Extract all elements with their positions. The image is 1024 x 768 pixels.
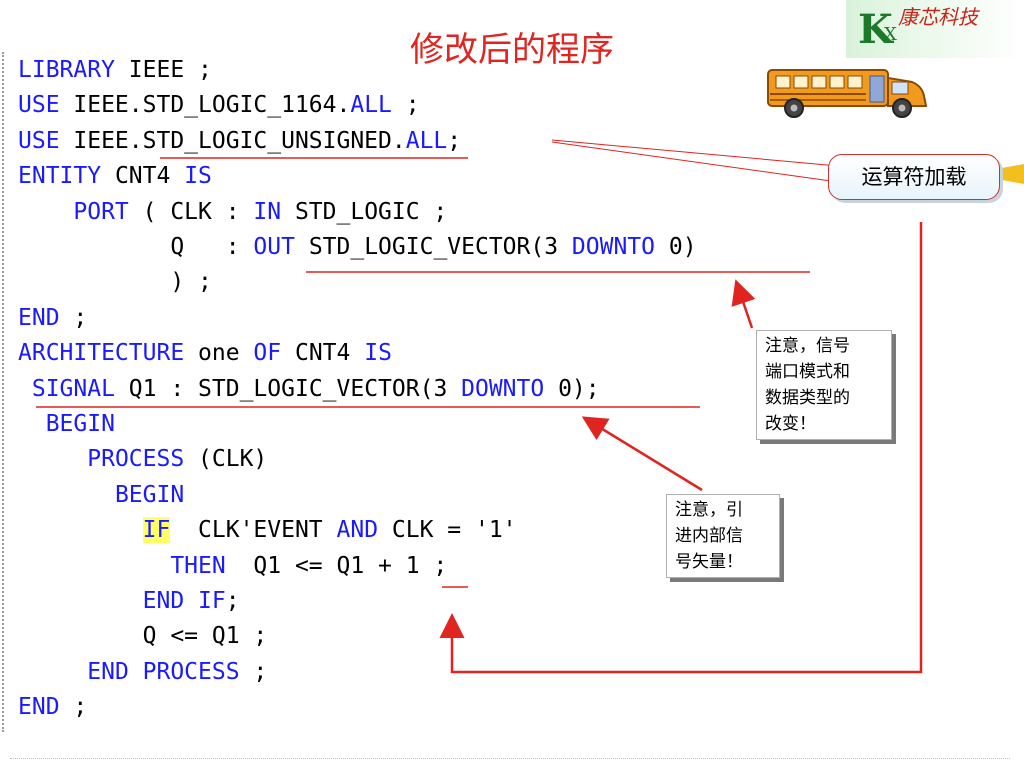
- code-line: ARCHITECTURE one OF CNT4 IS: [18, 338, 392, 368]
- code-line: ) ;: [18, 267, 212, 297]
- code-line: BEGIN: [18, 480, 184, 510]
- code-keyword: ALL: [350, 92, 392, 119]
- code-line: IF CLK'EVENT AND CLK = '1': [18, 515, 517, 545]
- callout-line: 端口模式和: [765, 362, 850, 382]
- code-line: ENTITY CNT4 IS: [18, 161, 212, 191]
- operator-overload-text: 运算符加载: [861, 165, 967, 189]
- code-line: PORT ( CLK : IN STD_LOGIC ;: [18, 197, 447, 227]
- code-text: Q <= Q1 ;: [142, 623, 268, 650]
- code-keyword: USE: [18, 127, 60, 154]
- callout-line: 数据类型的: [765, 388, 850, 408]
- footer-rule: [10, 758, 1010, 759]
- code-keyword: AND: [336, 517, 379, 544]
- code-keyword: END IF: [142, 588, 226, 614]
- code-keyword: IS: [184, 163, 212, 190]
- code-keyword: ARCHITECTURE: [18, 340, 185, 367]
- code-keyword: ENTITY: [18, 163, 102, 190]
- code-keyword: IN: [253, 198, 282, 225]
- code-keyword: OUT: [253, 234, 295, 260]
- operator-overload-callout: 运算符加载: [828, 154, 1000, 200]
- code-keyword: ALL: [405, 127, 448, 154]
- code-keyword: DOWNTO: [461, 375, 545, 402]
- port-change-arrow: [731, 279, 756, 329]
- code-text: IEEE.STD_LOGIC_1164.: [59, 92, 351, 119]
- code-text: Q1 <= Q1 + 1 ;: [225, 552, 448, 579]
- callout-line: 号矢量！: [675, 552, 743, 572]
- code-text: IEEE.STD_LOGIC_UNSIGNED.: [59, 127, 406, 154]
- code-text: Q :: [170, 234, 254, 260]
- code-line: Q <= Q1 ;: [18, 621, 268, 651]
- code-line: USE IEEE.STD_LOGIC_UNSIGNED.ALL;: [18, 126, 461, 156]
- code-keyword: SIGNAL: [31, 375, 115, 402]
- code-line: Q : OUT STD_LOGIC_VECTOR(3 DOWNTO 0): [18, 232, 697, 262]
- code-keyword: BEGIN: [45, 411, 115, 437]
- code-line: END ;: [18, 692, 87, 722]
- code-text: (CLK): [184, 446, 268, 473]
- code-line: PROCESS (CLK): [18, 444, 267, 474]
- code-keyword: IF: [142, 517, 171, 544]
- callout-line: 注意，引: [675, 500, 743, 520]
- code-line: END PROCESS ;: [18, 657, 267, 687]
- code-keyword: THEN: [170, 552, 226, 579]
- code-text: ( CLK :: [128, 198, 254, 225]
- logo-subscript: X: [884, 24, 897, 45]
- code-text: ;: [239, 658, 268, 685]
- callout-line: 改变！: [765, 414, 816, 434]
- code-text: CNT4: [101, 163, 185, 190]
- code-text: CNT4: [281, 340, 365, 367]
- plus-operator-arrow: [439, 222, 923, 674]
- school-bus-icon: [767, 69, 928, 118]
- code-text: 0);: [544, 375, 600, 402]
- code-keyword: OF: [253, 340, 282, 367]
- internal-signal-callout: 注意，引 进内部信 号矢量！: [666, 494, 780, 578]
- logo-letter: K: [858, 6, 893, 53]
- code-line: LIBRARY IEEE ;: [18, 55, 212, 85]
- logo-name: 康芯科技: [898, 5, 978, 29]
- sun-ray-icon: [1002, 164, 1024, 184]
- internal-signal-arrow: [581, 416, 703, 492]
- code-text: STD_LOGIC ;: [281, 198, 448, 225]
- code-keyword: DOWNTO: [571, 234, 656, 260]
- code-text: ;: [225, 588, 240, 614]
- code-text: CLK'EVENT: [170, 517, 337, 544]
- code-keyword: USE: [18, 92, 60, 119]
- code-line: END ;: [18, 303, 87, 333]
- code-text: STD_LOGIC_VECTOR(3: [294, 234, 572, 260]
- left-margin-rule: [2, 52, 4, 732]
- code-text: IEEE ;: [114, 57, 212, 83]
- code-text: ;: [59, 304, 88, 331]
- code-line: USE IEEE.STD_LOGIC_1164.ALL ;: [18, 90, 420, 120]
- pointer-line-upper: [551, 139, 839, 167]
- pointer-line-lower: [551, 141, 839, 183]
- code-keyword: END PROCESS: [87, 658, 240, 685]
- page-title: 修改后的程序: [410, 30, 614, 70]
- code-keyword: IS: [364, 340, 392, 367]
- callout-line: 进内部信: [675, 526, 743, 546]
- code-keyword: END: [18, 694, 60, 721]
- code-text: ) ;: [170, 269, 212, 296]
- code-keyword: LIBRARY: [18, 57, 115, 83]
- brand-logo: K X 康芯科技: [846, 0, 1024, 58]
- code-text: CLK = '1': [378, 517, 517, 544]
- code-text: ;: [59, 694, 88, 721]
- code-text: one: [184, 340, 254, 367]
- code-line: BEGIN: [18, 409, 115, 439]
- code-line: SIGNAL Q1 : STD_LOGIC_VECTOR(3 DOWNTO 0)…: [18, 374, 600, 404]
- code-line: THEN Q1 <= Q1 + 1 ;: [18, 551, 447, 581]
- code-keyword: END: [18, 304, 60, 331]
- code-line: END IF;: [18, 586, 240, 616]
- code-text: ;: [447, 127, 462, 154]
- code-text: Q1 : STD_LOGIC_VECTOR(3: [114, 375, 462, 402]
- code-keyword: PROCESS: [87, 446, 185, 473]
- code-text: ;: [391, 92, 420, 119]
- code-keyword: PORT: [73, 198, 129, 225]
- port-change-callout: 注意，信号 端口模式和 数据类型的 改变！: [756, 330, 892, 440]
- callout-line: 注意，信号: [765, 336, 850, 356]
- code-keyword: BEGIN: [114, 481, 185, 508]
- code-text: 0): [655, 234, 697, 260]
